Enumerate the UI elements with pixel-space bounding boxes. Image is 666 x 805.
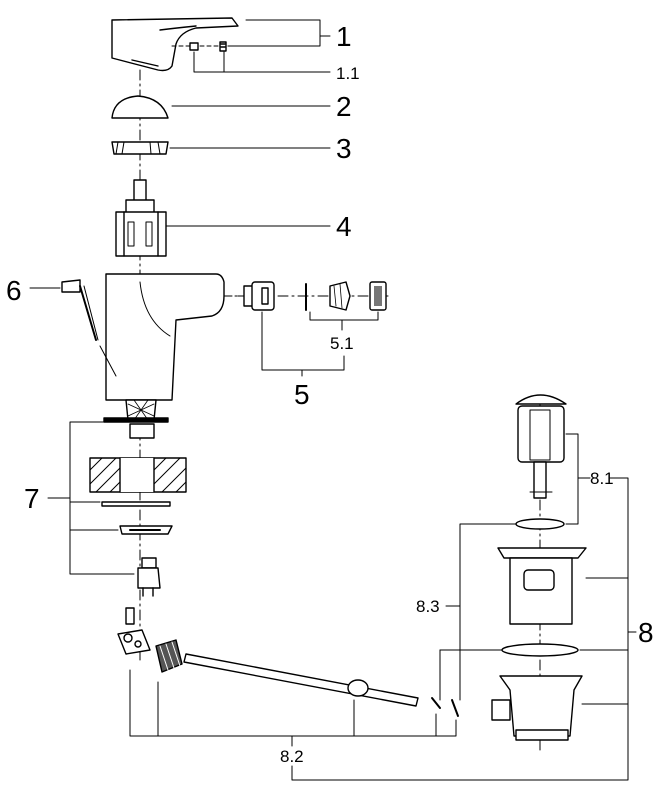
part-6-lift-rod [29, 279, 117, 377]
part-1-lever-handle [111, 17, 331, 73]
part-8-pop-up-waste [439, 394, 637, 751]
label-part-4: 4 [336, 211, 352, 242]
label-part-8-1: 8.1 [590, 469, 614, 488]
label-part-6: 6 [6, 275, 22, 306]
faucet-body [105, 273, 249, 439]
part-8-2-pull-rod [117, 477, 629, 781]
label-part-8-3: 8.3 [416, 597, 440, 616]
label-part-5-1: 5.1 [330, 334, 354, 353]
label-part-8: 8 [638, 617, 654, 648]
label-part-1: 1 [336, 21, 352, 52]
label-part-3: 3 [336, 133, 352, 164]
label-part-1-1: 1.1 [336, 64, 360, 83]
label-part-5: 5 [294, 379, 310, 410]
part-7-mounting-set [47, 417, 187, 597]
label-part-8-2: 8.2 [280, 747, 304, 766]
part-4-cartridge [115, 179, 331, 257]
label-part-7: 7 [24, 483, 40, 514]
part-3-ring-nut [111, 141, 331, 155]
part-2-cap [111, 95, 331, 119]
label-part-2: 2 [336, 91, 352, 122]
part-5-aerator [237, 281, 393, 377]
